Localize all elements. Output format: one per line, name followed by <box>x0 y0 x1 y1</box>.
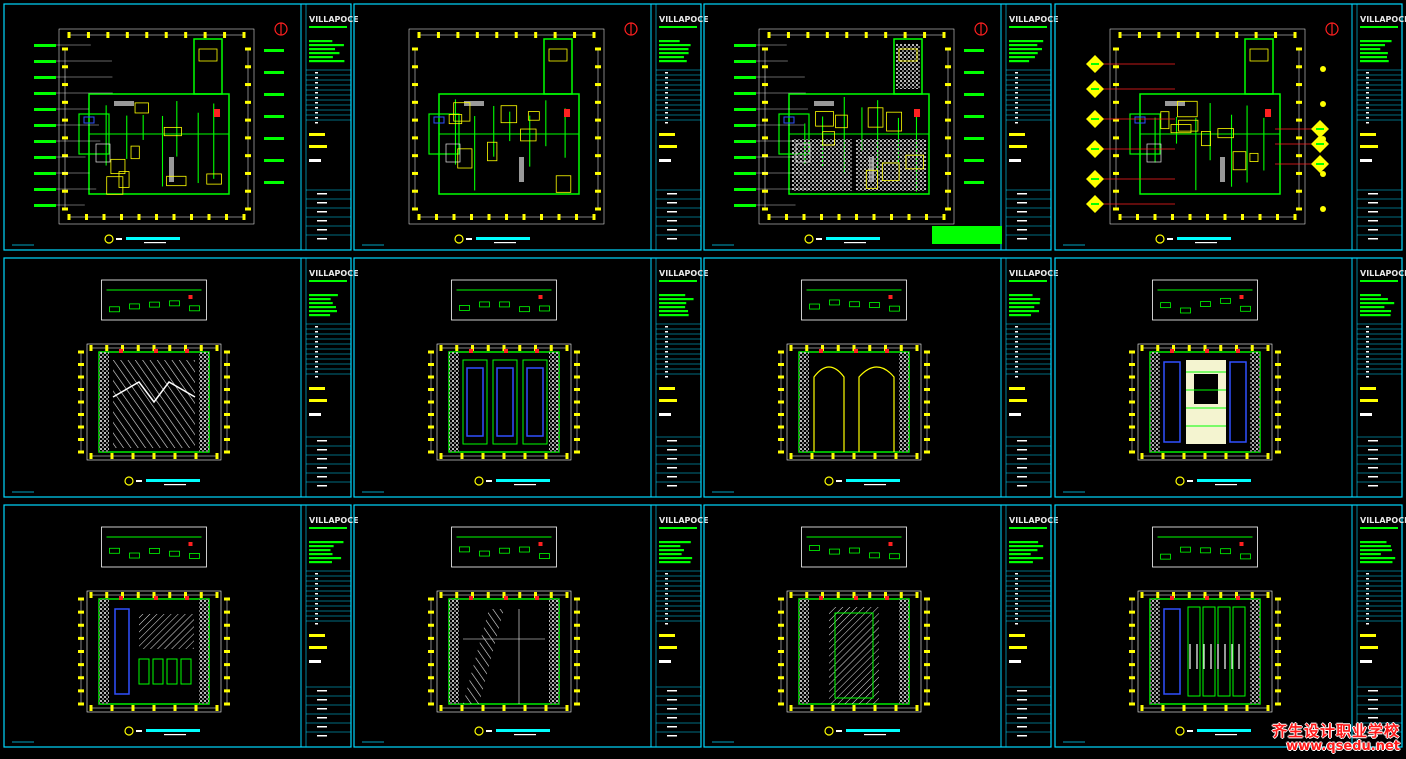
sheet-frame <box>1054 3 1403 251</box>
drawing-sheet-10: VILLAPOCE <box>353 504 709 748</box>
sheet-frame <box>703 3 1052 251</box>
sheet-frame <box>703 504 1052 748</box>
brand-logo-text: VILLAPOCE <box>659 269 709 278</box>
drawing-sheet-9: VILLAPOCE <box>3 504 359 748</box>
brand-logo-text: VILLAPOCE <box>309 516 359 525</box>
drawing-sheet-7: VILLAPOCE <box>703 257 1059 498</box>
sheet-frame <box>1054 504 1403 748</box>
brand-logo-text: VILLAPOCE <box>1360 516 1406 525</box>
brand-logo-text: VILLAPOCE <box>1009 15 1059 24</box>
drawing-sheet-12: VILLAPOCE <box>1054 504 1406 748</box>
brand-logo-text: VILLAPOCE <box>309 269 359 278</box>
drawing-sheet-8: VILLAPOCE <box>1054 257 1406 498</box>
sheet-frame <box>703 257 1052 498</box>
drawing-sheet-2: VILLAPOCE <box>353 3 709 251</box>
brand-logo-text: VILLAPOCE <box>309 15 359 24</box>
watermark: 齐生设计职业学校 www.qsedu.net <box>1271 721 1400 755</box>
watermark-url: www.qsedu.net <box>1286 739 1400 755</box>
sheet-frame <box>353 504 702 748</box>
sheet-frame <box>3 504 352 748</box>
drawing-sheet-11: VILLAPOCE <box>703 504 1059 748</box>
watermark-school-name: 齐生设计职业学校 <box>1271 721 1400 740</box>
brand-logo-text: VILLAPOCE <box>1009 516 1059 525</box>
drawing-sheet-6: VILLAPOCE <box>353 257 709 498</box>
brand-logo-text: VILLAPOCE <box>1009 269 1059 278</box>
sheet-frame <box>353 3 702 251</box>
drawing-sheet-5: VILLAPOCE <box>3 257 359 498</box>
brand-logo-text: VILLAPOCE <box>1360 15 1406 24</box>
brand-logo-text: VILLAPOCE <box>659 516 709 525</box>
sheet-frame <box>3 3 352 251</box>
sheet-frame <box>1054 257 1403 498</box>
sheet-frame <box>3 257 352 498</box>
drawing-sheet-1: VILLAPOCE <box>3 3 359 251</box>
brand-logo-text: VILLAPOCE <box>1360 269 1406 278</box>
brand-logo-text: VILLAPOCE <box>659 15 709 24</box>
sheet-frame <box>353 257 702 498</box>
drawing-sheet-3: VILLAPOCE <box>703 3 1059 251</box>
drawing-sheet-4: VILLAPOCE <box>1054 3 1406 251</box>
